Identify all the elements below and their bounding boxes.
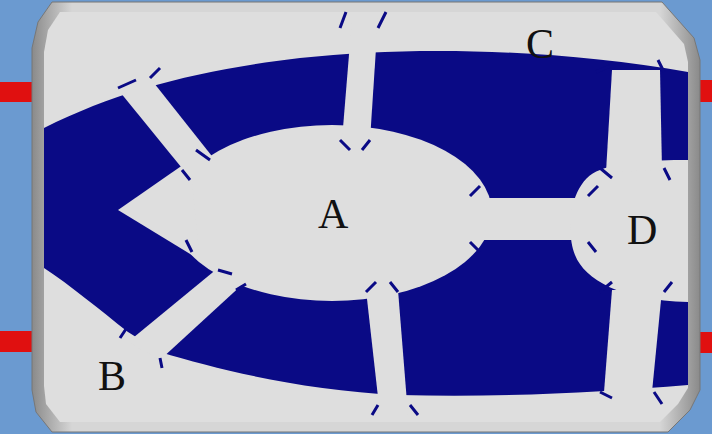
goal-marker <box>0 331 36 352</box>
region-label: A <box>318 193 348 235</box>
region-label: B <box>98 355 126 397</box>
walkway <box>118 18 688 415</box>
region-label: D <box>627 209 657 251</box>
arena-floor <box>32 2 700 432</box>
region-label: C <box>526 23 554 65</box>
arena-inner <box>44 12 688 422</box>
goal-marker <box>0 82 36 102</box>
dock-marks <box>118 12 672 415</box>
